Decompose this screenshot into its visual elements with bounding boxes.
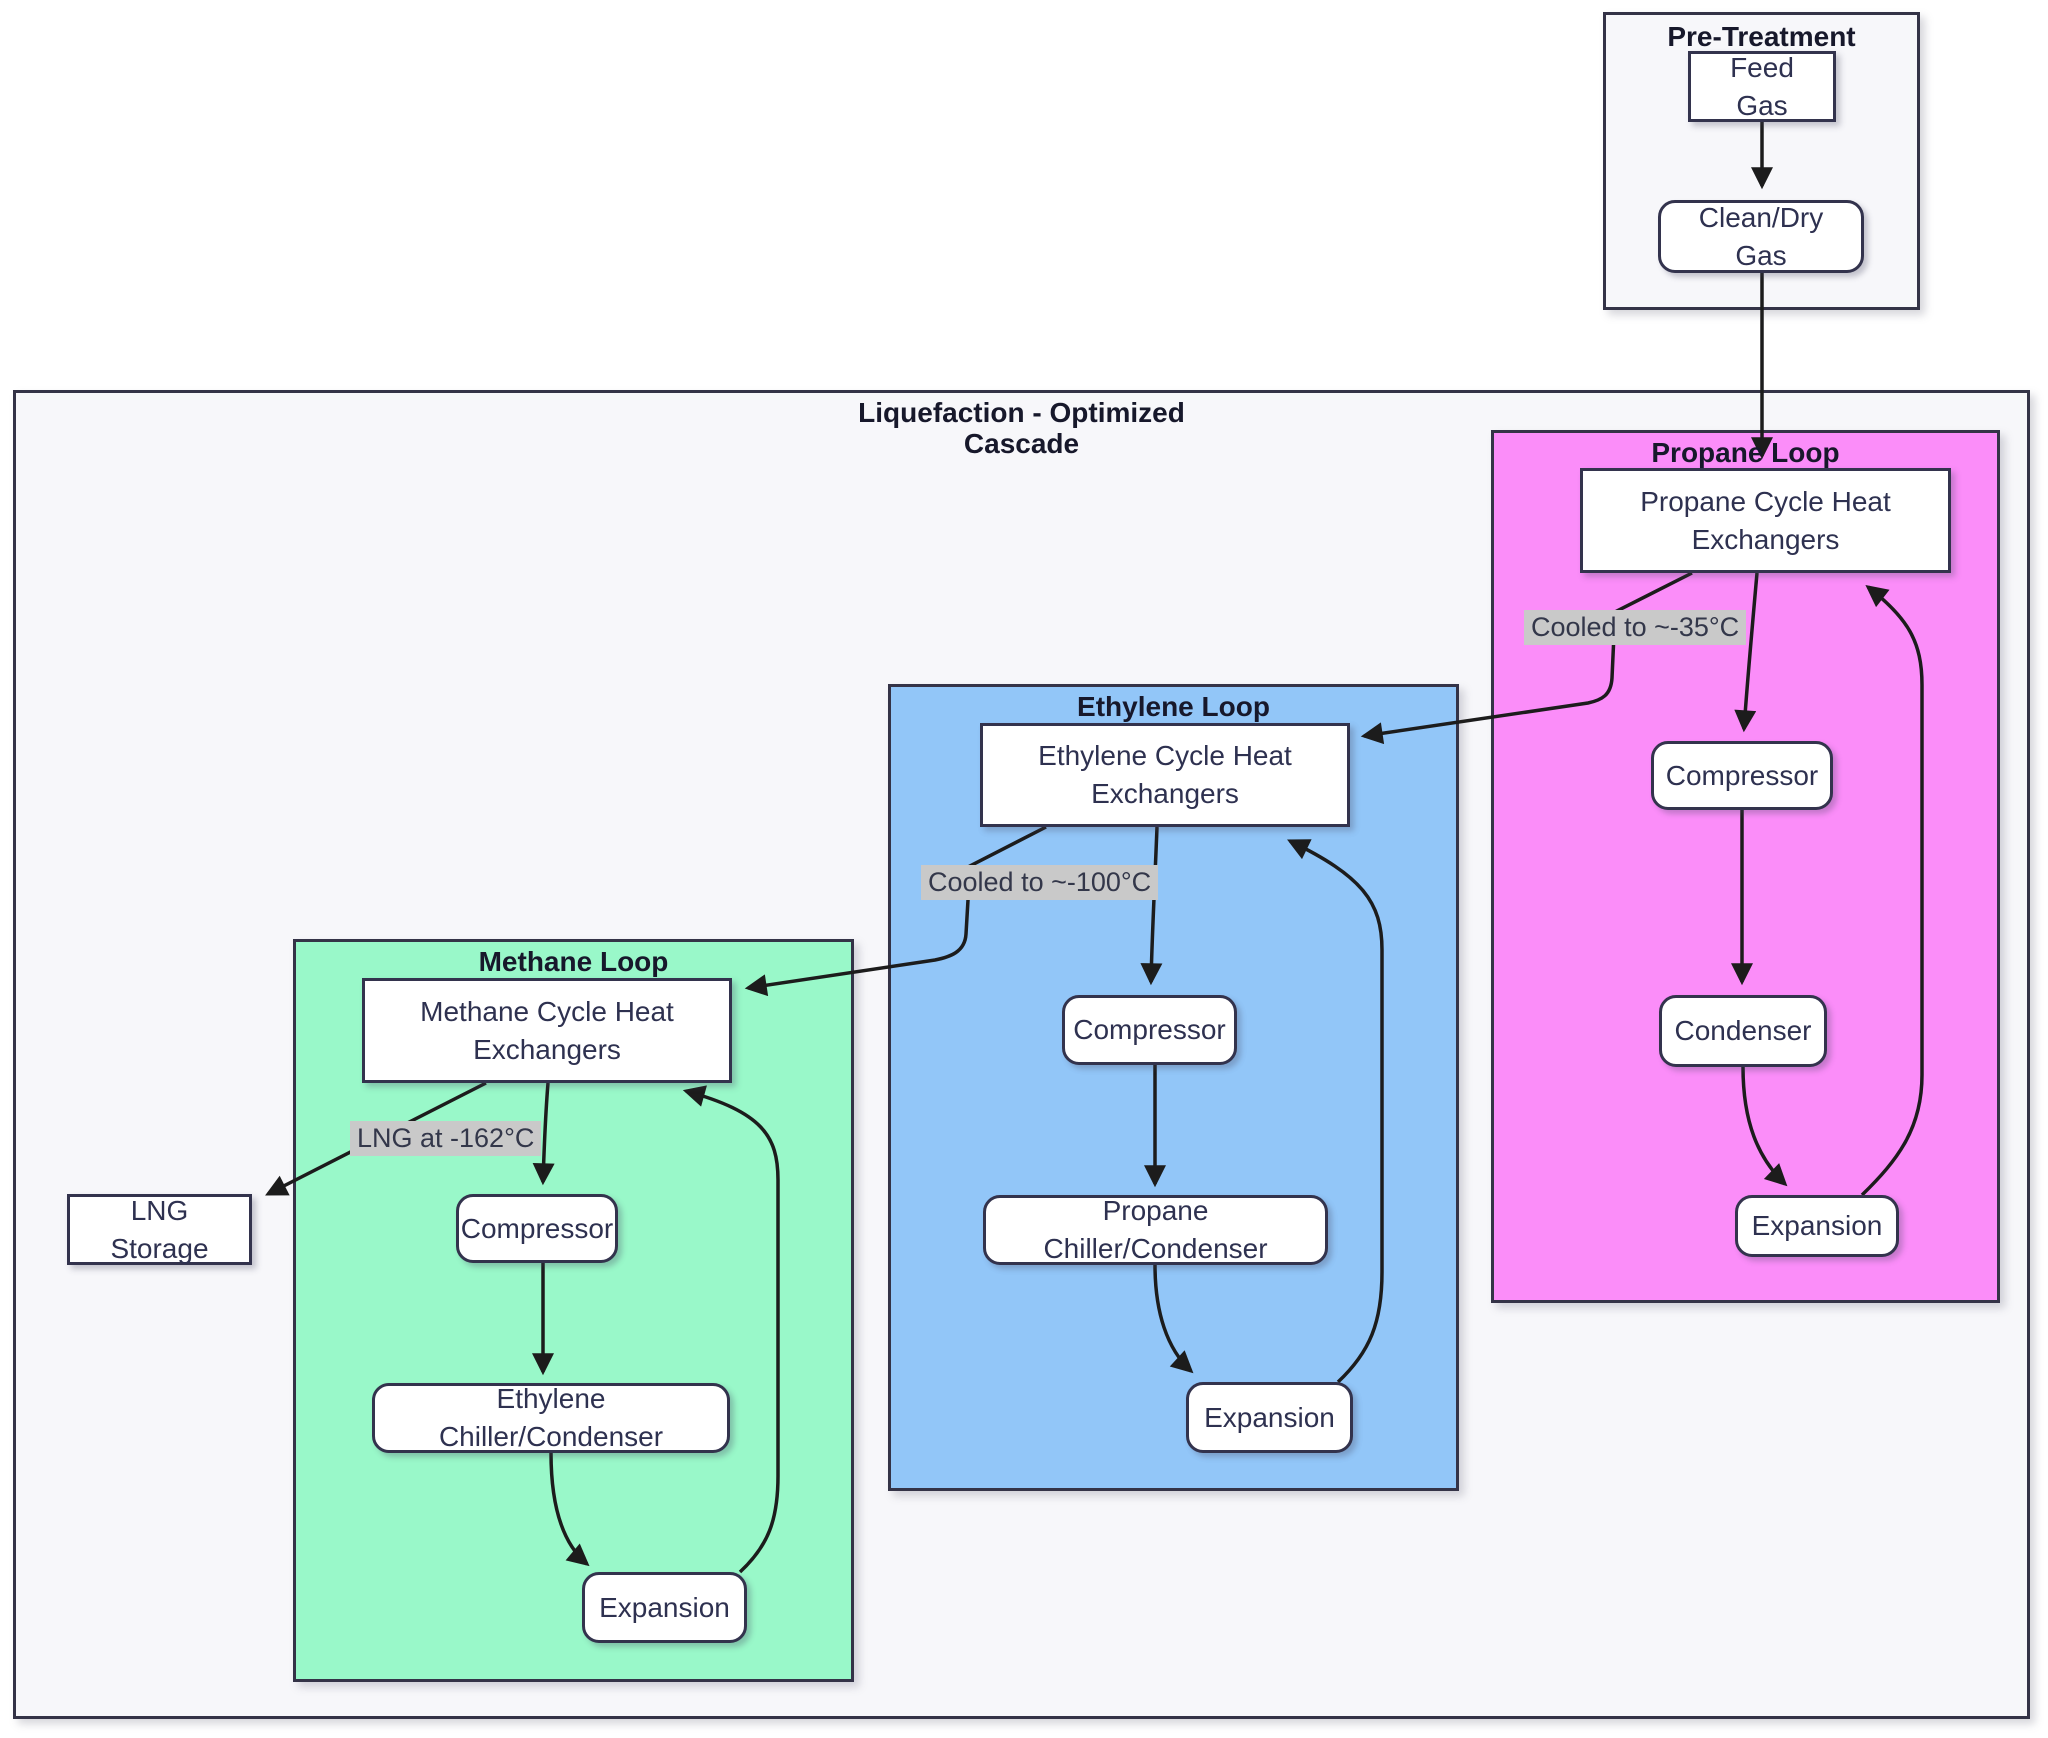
edge-ethhx-ethcomp — [1140, 826, 1163, 986]
node-methane-heat-exchangers: Methane Cycle Heat Exchangers — [362, 978, 732, 1083]
edge-methchiller-methexp — [549, 1452, 590, 1567]
edge-methhx-methcomp — [532, 1082, 555, 1186]
cluster-propane-loop — [1491, 430, 2000, 1303]
node-methane-compressor: Compressor — [456, 1194, 618, 1263]
node-ethylene-compressor: Compressor — [1062, 995, 1237, 1065]
edge-ethchiller-ethexp — [1153, 1264, 1194, 1374]
liquefaction-title: Liquefaction - Optimized Cascade — [858, 397, 1185, 459]
node-ethylene-heat-exchangers: Ethylene Cycle Heat Exchangers — [980, 723, 1350, 827]
edge-methexp-methhx-return — [682, 1085, 780, 1574]
node-ethylene-expansion: Expansion — [1186, 1382, 1353, 1453]
node-ethylene-chiller-condenser: Ethylene Chiller/Condenser — [372, 1383, 730, 1453]
node-propane-condenser: Condenser — [1659, 995, 1827, 1067]
node-propane-heat-exchangers: Propane Cycle Heat Exchangers — [1580, 468, 1951, 573]
node-propane-compressor: Compressor — [1651, 741, 1833, 810]
methane-loop-title: Methane Loop — [478, 946, 669, 977]
node-clean-dry-gas: Clean/Dry Gas — [1658, 200, 1864, 273]
node-lng-storage: LNG Storage — [67, 1194, 252, 1265]
edge-label-lng-minus162: LNG at -162°C — [350, 1121, 542, 1157]
edge-prophx-propcomp — [1734, 572, 1759, 733]
edge-label-cooled-minus35: Cooled to ~-35°C — [1524, 610, 1747, 646]
edge-propexp-prophx-return — [1860, 584, 1924, 1197]
node-feed-gas: Feed Gas — [1688, 51, 1836, 122]
node-propane-expansion: Expansion — [1735, 1195, 1899, 1257]
edge-ethhx-methhx — [744, 825, 1047, 997]
edge-prophx-ethhx — [1360, 571, 1693, 745]
edge-ethexp-ethhx-return — [1287, 839, 1384, 1384]
pre-treatment-title: Pre-Treatment — [1667, 21, 1856, 52]
propane-loop-title: Propane Loop — [1651, 437, 1840, 468]
edge-label-cooled-minus100: Cooled to ~-100°C — [921, 865, 1159, 901]
ethylene-loop-title: Ethylene Loop — [1077, 691, 1270, 722]
edge-propcond-propexp — [1741, 1066, 1788, 1187]
node-propane-chiller-condenser: Propane Chiller/Condenser — [983, 1195, 1328, 1265]
node-methane-expansion: Expansion — [582, 1572, 747, 1643]
